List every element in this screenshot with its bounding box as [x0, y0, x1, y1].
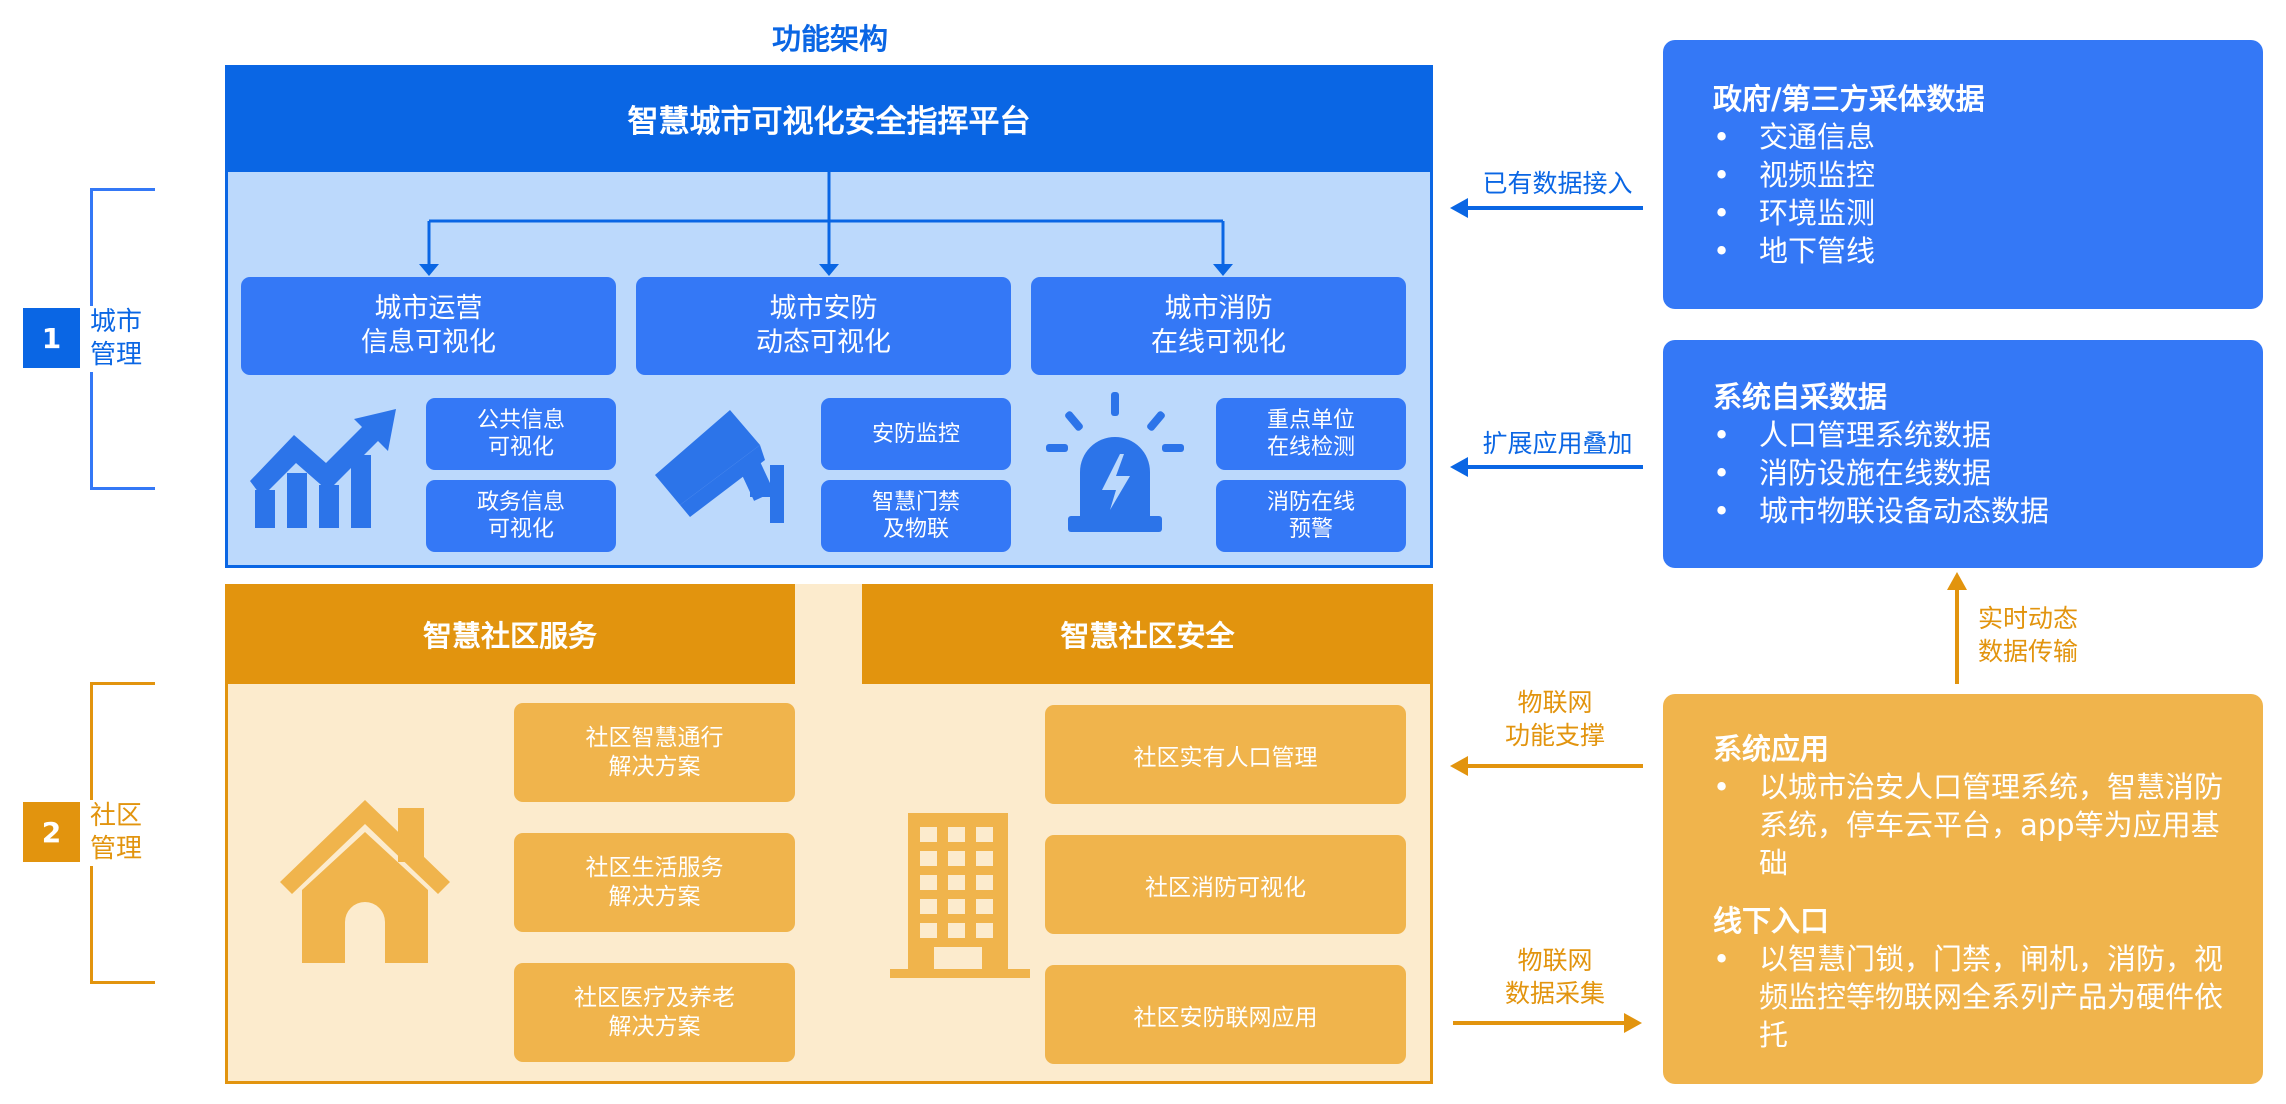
- self-data-title: 系统自采数据: [1713, 380, 1888, 414]
- self-data-box: 系统自采数据 人口管理系统数据 消防设施在线数据 城市物联设备动态数据: [1663, 340, 2263, 568]
- extend-app-label: 扩展应用叠加: [1482, 429, 1633, 458]
- city-fire-header: 城市消防 在线可视化: [1031, 277, 1406, 375]
- panel-divider: [795, 584, 862, 684]
- smart-access-solution-box: 社区智慧通行 解决方案: [514, 703, 795, 802]
- self-data-item: 人口管理系统数据: [1713, 416, 2263, 454]
- community-safety-title: 智慧社区安全: [862, 584, 1433, 684]
- public-info-visualization-box: 公共信息 可视化: [426, 398, 616, 470]
- city-ops-header: 城市运营 信息可视化: [241, 277, 616, 375]
- iot-collect-label: 物联网 数据采集: [1504, 946, 1605, 1008]
- alarm-siren-icon: [1046, 392, 1184, 532]
- system-app-title: 系统应用: [1713, 732, 1830, 766]
- fire-online-warning-box: 消防在线 预警: [1216, 480, 1406, 552]
- gov-info-visualization-box: 政务信息 可视化: [426, 480, 616, 552]
- community-service-title: 智慧社区服务: [225, 584, 795, 684]
- gov-data-title: 政府/第三方采体数据: [1713, 82, 1985, 116]
- key-unit-detection-box: 重点单位 在线检测: [1216, 398, 1406, 470]
- building-icon: [890, 813, 1030, 978]
- city-label: 城市 管理: [90, 306, 150, 372]
- app-data-box: 系统应用 以城市治安人口管理系统，智慧消防系统，停车云平台，app等为应用基础 …: [1663, 694, 2263, 1084]
- diagram-title: 功能架构: [771, 22, 888, 56]
- gov-data-item: 交通信息: [1713, 118, 2263, 156]
- life-service-solution-box: 社区生活服务 解决方案: [514, 833, 795, 932]
- city-security-header: 城市安防 动态可视化: [636, 277, 1011, 375]
- gov-data-item: 地下管线: [1713, 232, 2263, 270]
- security-network-box: 社区安防联网应用: [1045, 965, 1406, 1064]
- fire-visualization-box: 社区消防可视化: [1045, 835, 1406, 934]
- chart-growth-icon: [250, 409, 396, 528]
- gov-data-box: 政府/第三方采体数据 交通信息 视频监控 环境监测 地下管线: [1663, 40, 2263, 309]
- offline-entry-title: 线下入口: [1713, 904, 1830, 938]
- community-number-badge: 2: [23, 802, 80, 862]
- community-label: 社区 管理: [90, 800, 150, 866]
- city-number-badge: 1: [23, 308, 80, 368]
- existing-data-label: 已有数据接入: [1482, 169, 1633, 198]
- self-data-item: 城市物联设备动态数据: [1713, 492, 2263, 530]
- house-icon: [280, 800, 450, 963]
- security-camera-icon: [655, 410, 784, 523]
- gov-data-item: 环境监测: [1713, 194, 2263, 232]
- self-data-item: 消防设施在线数据: [1713, 454, 2263, 492]
- gov-data-item: 视频监控: [1713, 156, 2263, 194]
- iot-support-label: 物联网 功能支撑: [1504, 688, 1605, 750]
- smart-access-iot-box: 智慧门禁 及物联: [821, 480, 1011, 552]
- system-app-item: 以城市治安人口管理系统，智慧消防系统，停车云平台，app等为应用基础: [1713, 768, 2233, 882]
- security-monitoring-box: 安防监控: [821, 398, 1011, 470]
- platform-title-bar: 智慧城市可视化安全指挥平台: [225, 65, 1433, 172]
- population-management-box: 社区实有人口管理: [1045, 705, 1406, 804]
- medical-elderly-solution-box: 社区医疗及养老 解决方案: [514, 963, 795, 1062]
- offline-entry-item: 以智慧门锁，门禁，闸机，消防，视频监控等物联网全系列产品为硬件依托: [1713, 940, 2233, 1054]
- realtime-transfer-label: 实时动态 数据传输: [1978, 604, 2079, 666]
